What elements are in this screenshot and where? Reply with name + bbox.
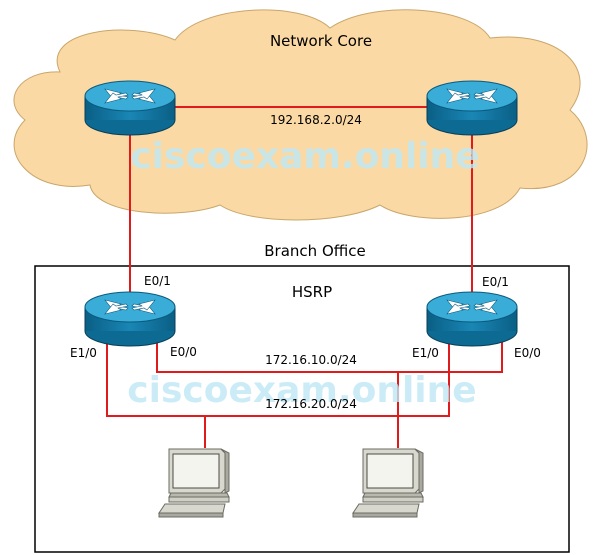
subnet-172-16-20: 172.16.20.0/24: [265, 397, 357, 411]
right-pc-icon[interactable]: [352, 448, 424, 518]
hsrp-label: HSRP: [292, 283, 332, 301]
network-core-title: Network Core: [270, 32, 372, 50]
left-uplink-interface: E0/1: [144, 274, 171, 288]
subnet-172-16-10: 172.16.10.0/24: [265, 353, 357, 367]
left-e00-interface: E0/0: [170, 345, 197, 359]
right-uplink-interface: E0/1: [482, 275, 509, 289]
branch-right-router-icon[interactable]: [426, 291, 518, 347]
watermark-bottom: ciscoexam.online: [127, 370, 476, 411]
right-e10-interface: E1/0: [412, 346, 439, 360]
left-pc-icon[interactable]: [158, 448, 230, 518]
network-core-cloud: [13, 9, 588, 221]
branch-left-router-icon[interactable]: [84, 291, 176, 347]
branch-office-box: [34, 265, 570, 553]
lan-172-16-20-link: [106, 335, 450, 417]
branch-office-title: Branch Office: [264, 242, 365, 260]
left-e10-interface: E1/0: [70, 346, 97, 360]
lan-172-16-10-link: [156, 335, 503, 373]
core-link-subnet: 192.168.2.0/24: [270, 113, 362, 127]
right-e00-interface: E0/0: [514, 346, 541, 360]
watermark-top: ciscoexam.online: [130, 136, 479, 177]
core-right-router-icon[interactable]: [426, 80, 518, 136]
core-left-router-icon[interactable]: [84, 80, 176, 136]
